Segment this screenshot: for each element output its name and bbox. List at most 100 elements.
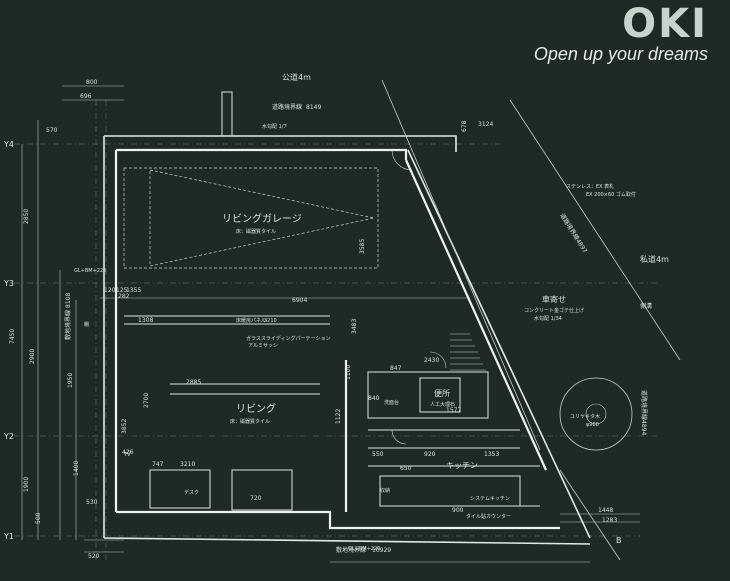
- oki-logo: OKI: [622, 1, 708, 47]
- dim-3210: 3210: [180, 461, 195, 468]
- dim-696: 696: [80, 93, 92, 100]
- interior-walls: [124, 315, 540, 511]
- dim-800: 800: [86, 79, 98, 86]
- desk-note: デスク: [184, 489, 199, 496]
- dim-747: 747: [152, 461, 164, 468]
- road-boundary-diag-length: 4897: [574, 238, 588, 255]
- room-parking-slope: 水勾配 1/34: [534, 315, 562, 322]
- dim-550: 550: [372, 451, 384, 458]
- dim-3483: 3483: [351, 319, 358, 334]
- dim-2430: 2430: [424, 357, 439, 364]
- road-boundary-diag-label: 道路境界線: [558, 212, 581, 242]
- road-edges: [381, 79, 681, 561]
- dimension-lines: [21, 85, 640, 563]
- glazing-sub-note: アルミサッシ: [248, 343, 278, 349]
- dim-426: 426: [122, 449, 134, 456]
- room-living-garage: リビングガレージ: [222, 212, 302, 225]
- tree-diameter: φ900: [586, 422, 599, 428]
- public-road-label: 公道4m: [282, 72, 311, 82]
- road-boundary-top-length: 8149: [306, 104, 321, 111]
- dim-1308: 1308: [138, 317, 153, 324]
- floor-panel-note: 床暖房パネル: [236, 317, 266, 324]
- tile-counter-note: タイル貼カウンター: [466, 513, 511, 520]
- room-kitchen: キッチン: [446, 461, 478, 470]
- dim-720: 720: [250, 495, 262, 502]
- dim-1577: 1577: [446, 407, 461, 414]
- brand-block: OKI Open up your dreams: [534, 2, 708, 65]
- dim-1100: 1100: [345, 365, 352, 380]
- tree-label: ユリヤキタ木: [570, 413, 600, 420]
- garage-car-outline: [123, 167, 379, 269]
- dim-900: 900: [452, 507, 464, 514]
- grid-label-y2: Y2: [3, 432, 14, 441]
- room-living-finish: 床：磁器質タイル: [230, 418, 270, 425]
- stainless-sign-note-2: EX 200×60 ゴム取付: [586, 191, 636, 198]
- dim-1355: 1355: [126, 287, 141, 294]
- wash-note: 洗面台: [384, 399, 399, 406]
- tree-symbol: [559, 377, 633, 451]
- room-parking: 車寄せ: [542, 294, 566, 304]
- dim-2885: 2885: [186, 379, 201, 386]
- dim-1900: 1900: [23, 477, 30, 492]
- dim-1283: 1283: [602, 517, 617, 524]
- shelf-note: 棚: [84, 321, 89, 328]
- dim-3124: 3124: [478, 121, 493, 128]
- room-parking-finish: コンクリート金ゴテ仕上げ: [524, 307, 584, 314]
- dim-2850: 2850: [23, 209, 30, 224]
- dim-7450: 7450: [9, 329, 16, 344]
- site-boundary-left-label: 敷地境界線: [64, 310, 72, 340]
- site-boundary-bottom-length: 10929: [372, 547, 391, 554]
- dim-920: 920: [424, 451, 436, 458]
- glazing-note: ガラススライディングパーテーション: [246, 335, 330, 342]
- site-boundary-bottom-label: 敷地境界線: [336, 546, 366, 554]
- slope-top-note: 水勾配 1/7: [262, 123, 287, 130]
- dim-1448: 1448: [598, 507, 613, 514]
- room-toilet: 便所: [434, 388, 450, 398]
- dim-570: 570: [46, 127, 58, 134]
- dim-1400: 1400: [73, 461, 80, 476]
- private-road-label: 私道4m: [640, 254, 669, 264]
- dim-3585: 3585: [359, 239, 366, 254]
- door-swings: [391, 149, 447, 445]
- dim-500: 500: [35, 512, 42, 524]
- tv-note: TV: [123, 452, 131, 458]
- building-walls: [114, 148, 560, 530]
- grid-label-y1: Y1: [3, 532, 14, 541]
- dim-1353: 1353: [484, 451, 499, 458]
- grid-label-b: B: [616, 536, 622, 545]
- site-boundary-left-length: 8108: [65, 293, 72, 308]
- dim-847: 847: [390, 365, 402, 372]
- road-boundary-top-label: 道路境界線: [272, 103, 302, 111]
- dim-282: 282: [118, 293, 130, 300]
- dim-125: 125: [116, 287, 128, 294]
- gl-top-note: GL+BM+220: [74, 268, 106, 274]
- dim-840: 840: [368, 395, 380, 402]
- floor-panel-length: 3210: [264, 318, 277, 324]
- dim-2700: 2700: [143, 393, 150, 408]
- dim-520: 520: [88, 553, 100, 560]
- dim-678: 678: [461, 120, 468, 132]
- room-living-garage-finish: 床：磁器質タイル: [236, 228, 276, 235]
- storage-note: 収納: [380, 487, 390, 494]
- room-living: リビング: [236, 402, 276, 415]
- road-boundary-right-label: 道路境界線: [640, 390, 648, 420]
- gl-bottom-note: GL+BM+220: [348, 546, 380, 552]
- site-boundary: [103, 135, 591, 545]
- entry-floor-note: 人工大理石: [430, 401, 455, 408]
- brand-tagline: Open up your dreams: [533, 44, 708, 64]
- dim-650: 650: [400, 465, 412, 472]
- grid-axes: [14, 100, 660, 560]
- dim-530: 530: [86, 499, 98, 506]
- system-kitchen-note: システムキッチン: [470, 496, 510, 502]
- grid-label-y4: Y4: [3, 140, 14, 149]
- road-boundary-right-length: 4894: [640, 420, 647, 435]
- side-ditch-label: 側溝: [640, 302, 652, 310]
- stainless-sign-note: ステンレス：EX 表札: [566, 183, 614, 190]
- grid-label-y3: Y3: [3, 279, 14, 288]
- dim-6904: 6904: [292, 297, 307, 304]
- post-symbol: [221, 91, 233, 137]
- dim-1122: 1122: [335, 409, 342, 424]
- dim-1950: 1950: [67, 373, 74, 388]
- dim-2900: 2900: [29, 349, 36, 364]
